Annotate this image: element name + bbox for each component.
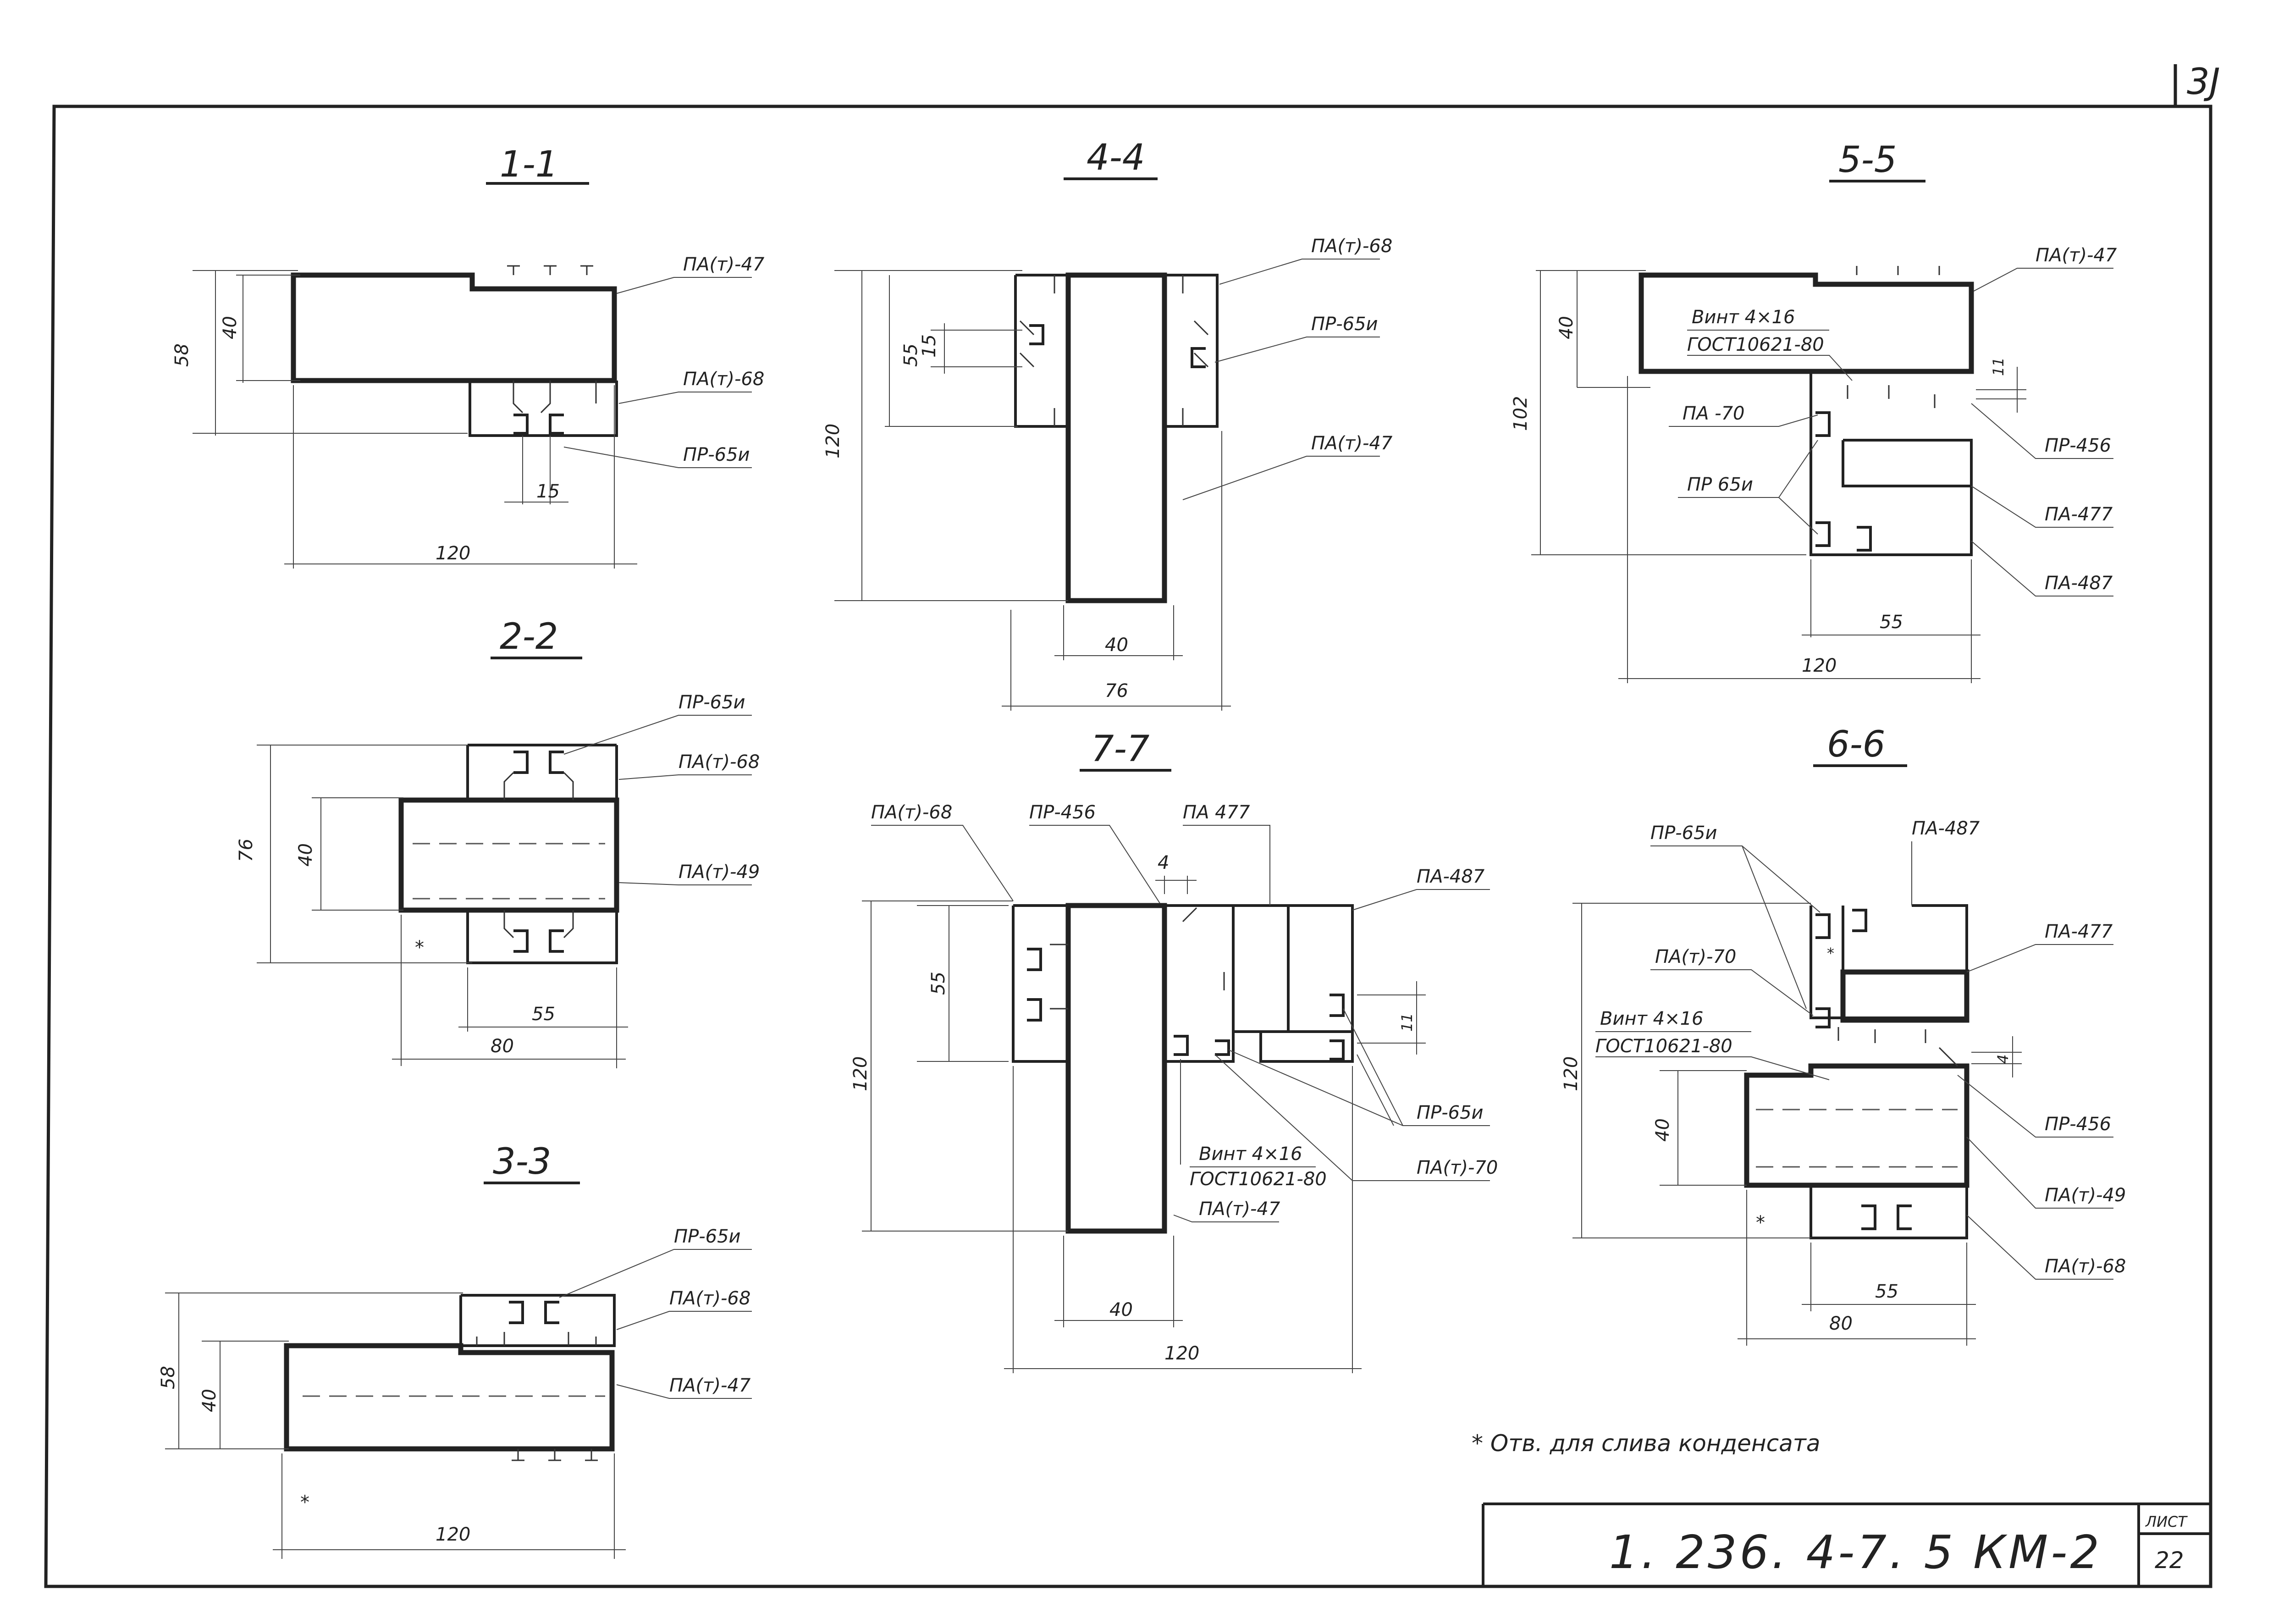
label-4-4-pa-47: ПА(т)-47: [1311, 433, 1393, 454]
dim-1-1-120: 120: [436, 543, 470, 564]
dim-7-7-4: 4: [1158, 852, 1169, 873]
label-4-4-pa-68: ПА(т)-68: [1311, 236, 1392, 257]
section-title-7-7: 7-7: [1091, 729, 1149, 770]
label-3-3-pa-47: ПА(т)-47: [669, 1375, 751, 1396]
label-2-2-pr-65: ПР-65и: [679, 692, 745, 713]
dim-4-4-55: 55: [900, 343, 921, 367]
drain-marker-3-3: *: [300, 1492, 309, 1513]
dim-2-2-40: 40: [295, 843, 316, 867]
dim-4-4-15: 15: [919, 334, 940, 358]
dim-3-3-120: 120: [436, 1524, 470, 1545]
label-5-5-gost: ГОСТ10621-80: [1687, 334, 1824, 355]
dim-3-3-58: 58: [158, 1366, 179, 1389]
label-5-5-pa-487: ПА-487: [2045, 573, 2113, 594]
dim-7-7-120v: 120: [850, 1056, 871, 1091]
dim-6-6-55: 55: [1875, 1281, 1898, 1302]
dim-1-1-15: 15: [536, 481, 560, 502]
label-7-7-pr-456: ПР-456: [1029, 802, 1096, 823]
label-5-5-pa-477: ПА-477: [2045, 504, 2113, 525]
stamp-sheet-label: ЛИСТ: [2145, 1513, 2188, 1530]
label-1-1-pa-68: ПА(т)-68: [683, 369, 764, 390]
dim-6-6-4: 4: [1994, 1055, 2012, 1064]
dim-5-5-11: 11: [1990, 357, 2007, 376]
stamp-code: 1. 236. 4-7. 5 КМ-2: [1609, 1525, 2102, 1579]
label-7-7-pa-47: ПА(т)-47: [1199, 1199, 1280, 1220]
section-7-7: 7-7 4 55 120 11 40 120 ПА(т)-68 ПР-456 П…: [850, 729, 1498, 1373]
title-block: 1. 236. 4-7. 5 КМ-2 ЛИСТ 22: [1482, 1502, 2211, 1586]
label-6-6-pa-477: ПА-477: [2045, 921, 2113, 942]
label-7-7-pr-65: ПР-65и: [1417, 1102, 1484, 1123]
section-3-3: 3-3 * 58 40 120 ПР-65и ПА(т)-68 ПА(т)-47: [158, 1141, 752, 1559]
drain-marker-2-2: *: [415, 937, 424, 958]
dim-5-5-102: 102: [1510, 396, 1531, 431]
dim-7-7-120h: 120: [1164, 1343, 1199, 1364]
drain-marker-6-6-bottom: *: [1756, 1212, 1765, 1233]
sheet-frame: [44, 64, 2212, 1588]
label-1-1-pr-65: ПР-65и: [683, 444, 750, 465]
label-2-2-pa-68: ПА(т)-68: [679, 751, 760, 773]
dim-4-4-40: 40: [1105, 635, 1128, 656]
label-7-7-gost: ГОСТ10621-80: [1190, 1169, 1327, 1190]
dim-7-7-55: 55: [928, 972, 949, 995]
label-5-5-pr-65: ПР 65и: [1687, 474, 1753, 495]
section-title-3-3: 3-3: [493, 1141, 551, 1182]
drain-marker-6-6-top: *: [1827, 945, 1834, 962]
dim-4-4-76: 76: [1105, 680, 1128, 702]
dim-6-6-80: 80: [1829, 1313, 1853, 1334]
dim-2-2-80: 80: [491, 1036, 514, 1057]
label-6-6-pa-487: ПА-487: [1912, 818, 1980, 839]
dim-5-5-55: 55: [1880, 612, 1903, 633]
dim-1-1-40: 40: [220, 316, 241, 339]
label-1-1-pa-47: ПА(т)-47: [683, 254, 765, 275]
dim-6-6-40: 40: [1652, 1118, 1673, 1142]
label-6-6-pa-68: ПА(т)-68: [2045, 1256, 2126, 1277]
label-7-7-pa-70: ПА(т)-70: [1417, 1157, 1498, 1178]
label-3-3-pr-65: ПР-65и: [674, 1226, 741, 1247]
section-title-4-4: 4-4: [1087, 137, 1145, 178]
dim-7-7-40: 40: [1109, 1299, 1133, 1320]
dim-1-1-58: 58: [171, 343, 193, 367]
label-7-7-pa-68: ПА(т)-68: [871, 802, 952, 823]
dim-2-2-55: 55: [532, 1004, 555, 1025]
label-5-5-vint: Винт 4×16: [1692, 307, 1795, 328]
label-6-6-pr-65: ПР-65и: [1650, 823, 1717, 844]
label-6-6-pr-456: ПР-456: [2045, 1114, 2111, 1135]
section-title-5-5: 5-5: [1838, 139, 1897, 181]
section-5-5: 5-5 40 102 11 55 120 ПА(т)-47 Винт 4×16 …: [1510, 139, 2117, 683]
section-4-4: 4-4 55 15 120 40 76 ПА(т)-68 ПР-65и ПА(т…: [822, 137, 1393, 711]
label-3-3-pa-68: ПА(т)-68: [669, 1288, 750, 1309]
label-6-6-vint: Винт 4×16: [1600, 1008, 1703, 1029]
section-1-1: 1-1 58 40 15 120 ПА(т)-47 ПА(т)-68 ПР-65…: [171, 144, 765, 569]
label-6-6-gost: ГОСТ10621-80: [1595, 1036, 1732, 1057]
dim-6-6-120: 120: [1561, 1056, 1582, 1091]
section-2-2: 2-2 * 76 40 55 80 ПР-65и ПА(т)-68 ПА(т)-…: [236, 616, 760, 1068]
section-title-1-1: 1-1: [500, 144, 558, 185]
dim-5-5-40: 40: [1556, 316, 1577, 339]
sheet-corner-number: 3J: [2187, 61, 2220, 103]
label-6-6-pa-70: ПА(т)-70: [1655, 946, 1736, 967]
label-7-7-pa-477: ПА 477: [1183, 802, 1250, 823]
label-2-2-pa-49: ПА(т)-49: [679, 862, 760, 883]
dim-4-4-120: 120: [822, 424, 844, 458]
dim-5-5-120: 120: [1802, 655, 1837, 676]
stamp-sheet-number: 22: [2155, 1547, 2184, 1574]
section-title-6-6: 6-6: [1827, 724, 1885, 765]
dim-2-2-76: 76: [236, 839, 257, 862]
footnote: * Отв. для слива конденсата: [1472, 1430, 1820, 1457]
dim-3-3-40: 40: [199, 1389, 220, 1412]
label-6-6-pa-49: ПА(т)-49: [2045, 1185, 2126, 1206]
label-7-7-pa-487: ПА-487: [1417, 866, 1485, 887]
label-5-5-pa-70: ПА -70: [1683, 403, 1745, 424]
section-title-2-2: 2-2: [500, 616, 558, 657]
section-6-6: 6-6 * * 120 40 4 55 80 ПР-65и ПА-487 ПА-…: [1561, 724, 2126, 1346]
dim-7-7-11: 11: [1398, 1013, 1416, 1032]
label-7-7-vint: Винт 4×16: [1199, 1143, 1302, 1165]
label-5-5-pr-456: ПР-456: [2045, 435, 2111, 456]
label-5-5-pa-47: ПА(т)-47: [2036, 245, 2117, 266]
label-4-4-pr-65: ПР-65и: [1311, 314, 1378, 335]
